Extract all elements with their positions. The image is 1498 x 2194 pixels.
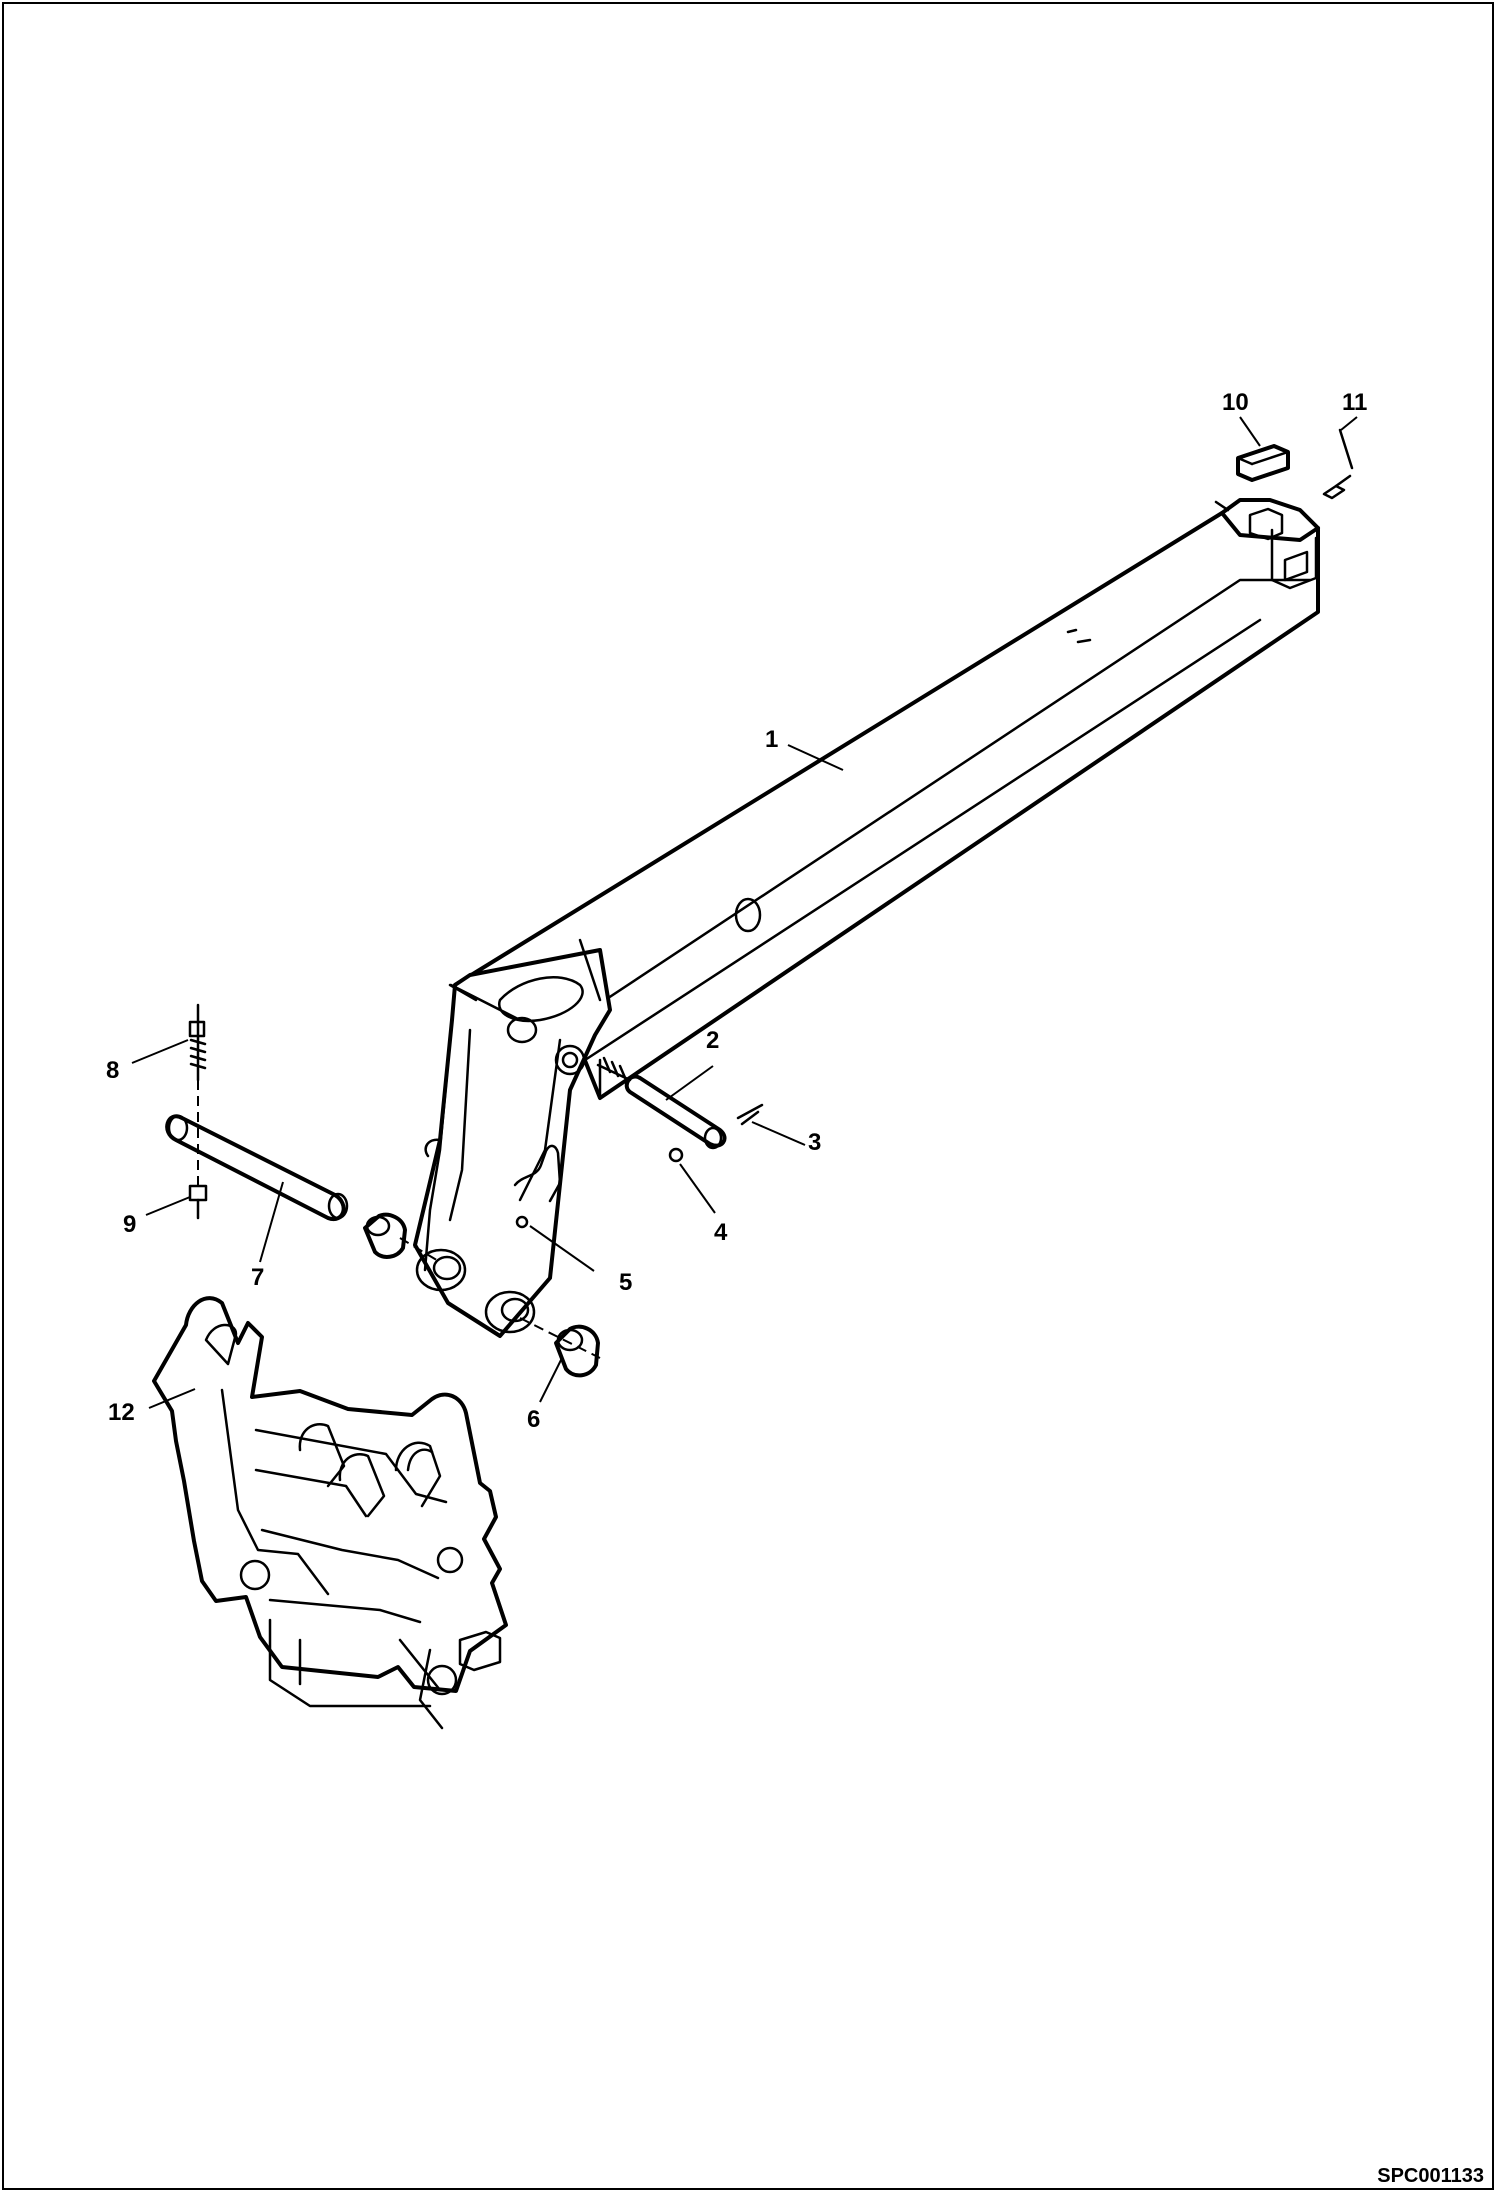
nut-9 [188, 1184, 208, 1220]
callout-12: 12 [108, 1399, 135, 1426]
bolt-8 [188, 1003, 207, 1188]
quick-coupler-12 [152, 1296, 508, 1730]
callout-7: 7 [251, 1264, 264, 1291]
pin-7 [165, 1114, 349, 1222]
callout-11: 11 [1342, 389, 1367, 416]
callout-8: 8 [106, 1057, 119, 1084]
part-4 [668, 1147, 684, 1163]
pad-10 [1236, 444, 1290, 482]
part-5 [515, 1215, 529, 1229]
callout-10: 10 [1222, 389, 1249, 416]
bushing-left [363, 1212, 441, 1263]
part-3 [736, 1103, 764, 1126]
callout-3: 3 [808, 1129, 821, 1156]
callout-1: 1 [765, 726, 778, 753]
pin-2 [596, 1056, 727, 1150]
screw-11 [1322, 428, 1354, 500]
drawing-code: SPC001133 [1377, 2165, 1484, 2187]
bushing-6 [519, 1317, 601, 1378]
callout-9: 9 [123, 1211, 136, 1238]
callout-6: 6 [527, 1406, 540, 1433]
leader-lines [131, 416, 1358, 1409]
callout-5: 5 [619, 1269, 632, 1296]
callout-labels: 1 2 3 4 5 6 7 8 9 10 11 12 [106, 389, 1367, 1433]
boom-arm [413, 498, 1320, 1338]
callout-4: 4 [714, 1219, 728, 1246]
callout-2: 2 [706, 1027, 719, 1054]
